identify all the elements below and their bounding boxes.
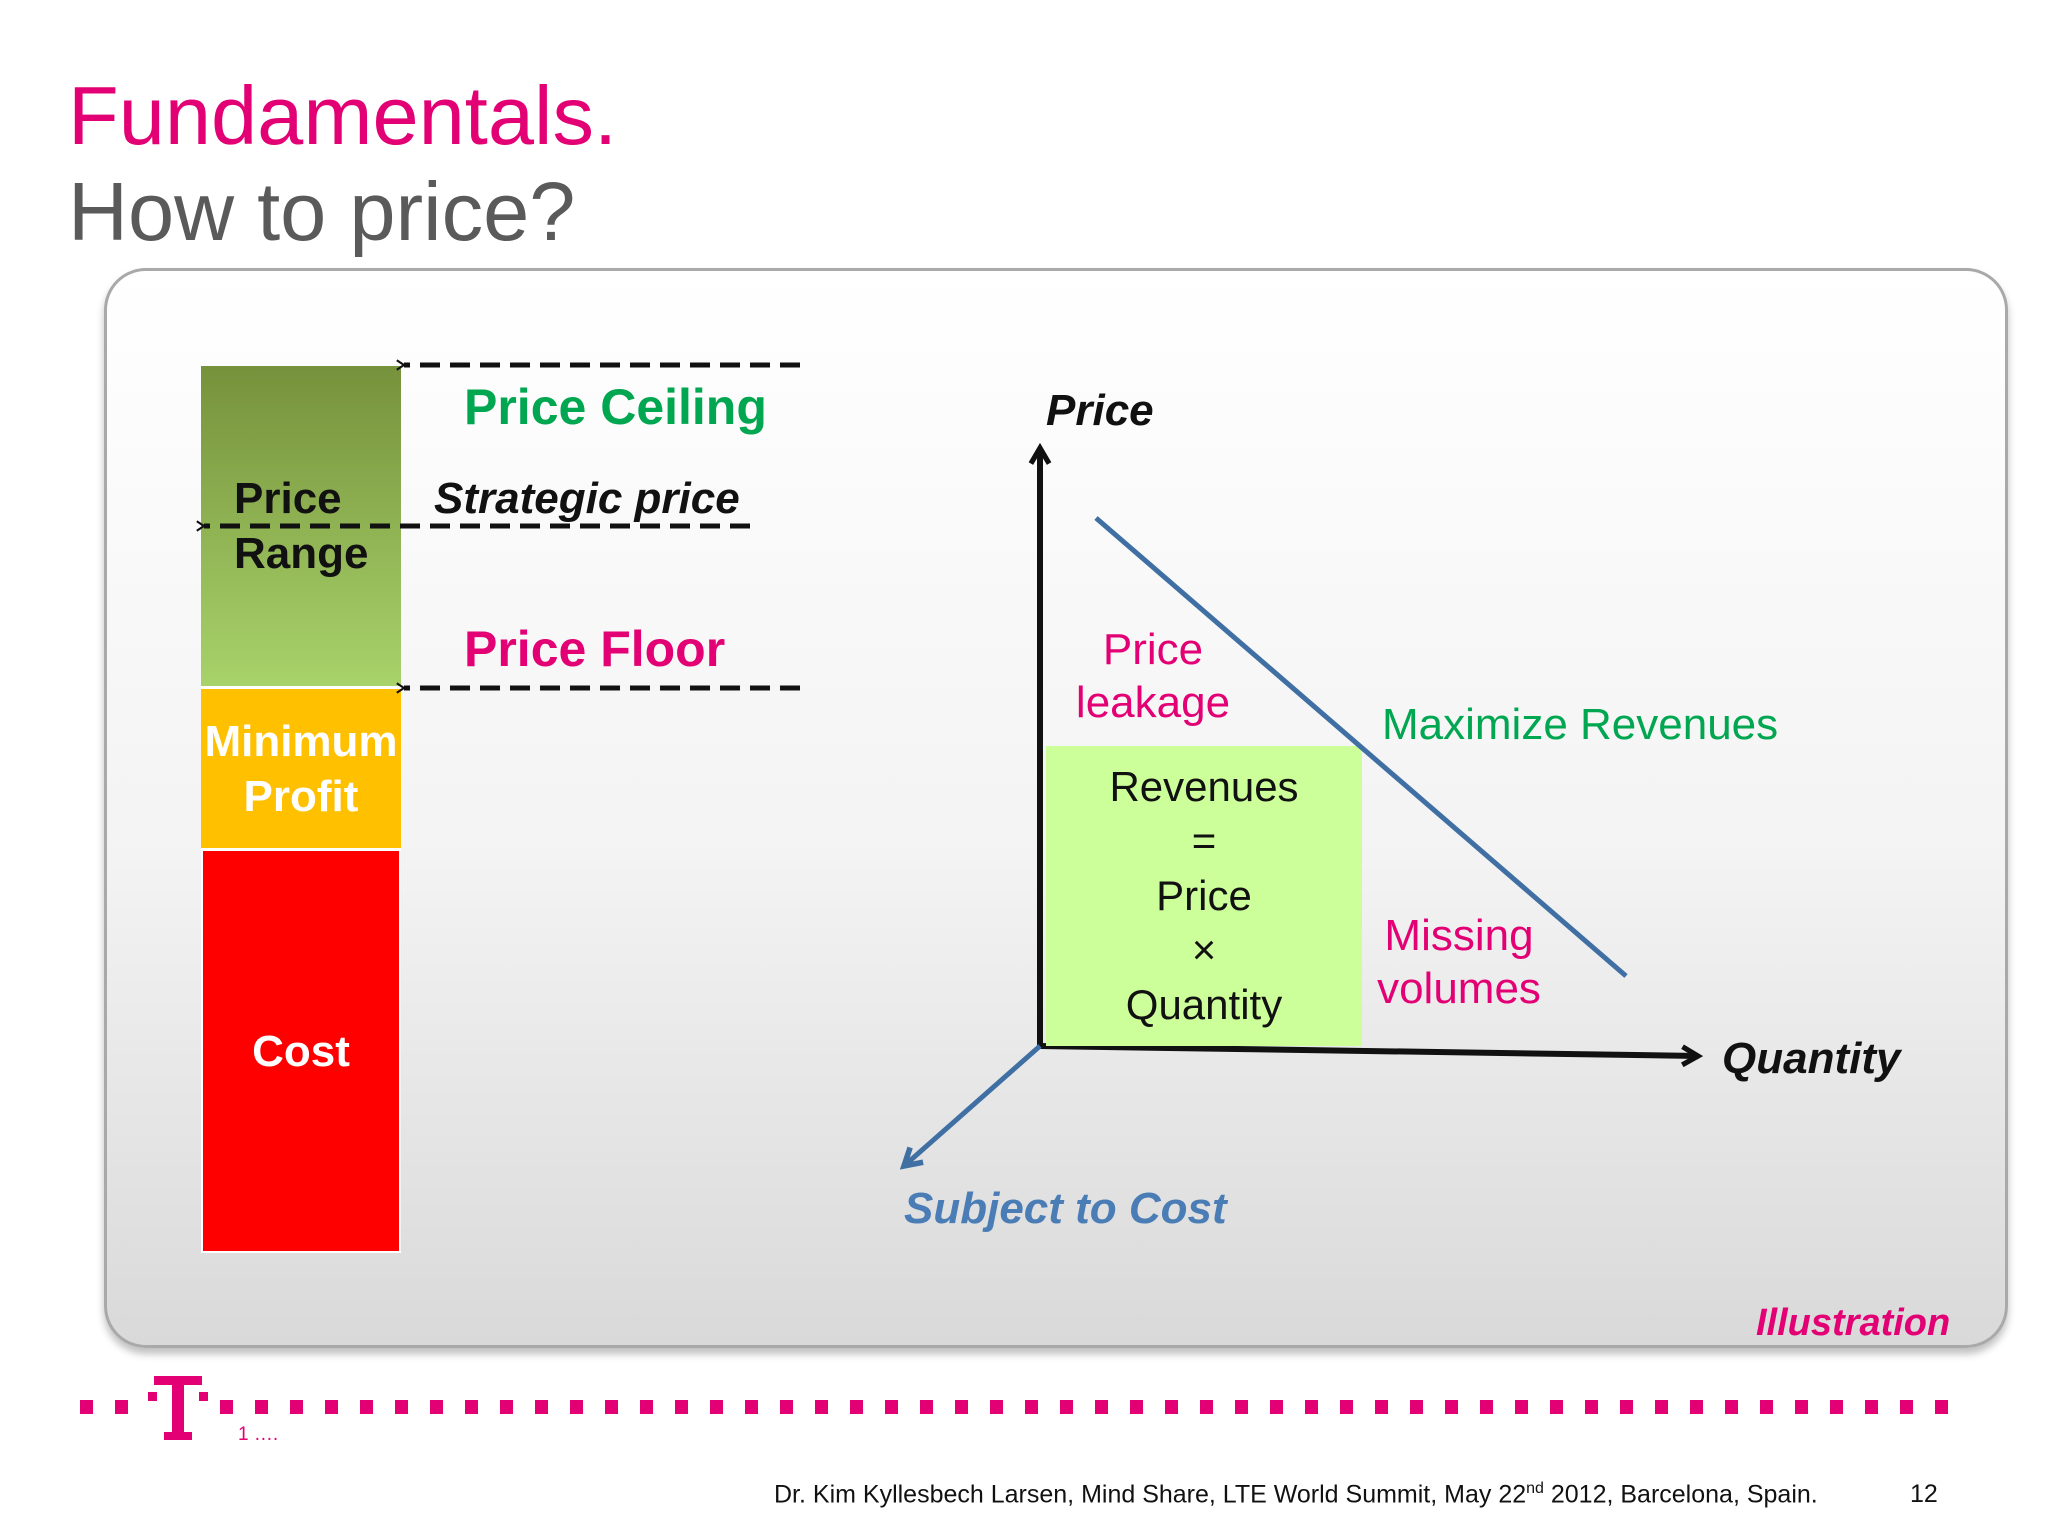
subject-to-cost-label: Subject to Cost: [904, 1184, 1227, 1233]
telekom-logo-icon: [148, 1372, 208, 1444]
revenue-box-line4: ×: [1191, 926, 1217, 974]
footer-citation-part1: Dr. Kim Kyllesbech Larsen, Mind Share, L…: [774, 1480, 1527, 1509]
slide-subtitle: How to price?: [68, 165, 576, 258]
revenue-box-line5: Quantity: [1125, 980, 1283, 1028]
cost-segment: Cost: [201, 848, 401, 1253]
cost-label: Cost: [252, 1026, 350, 1076]
footer-citation-sup: nd: [1526, 1480, 1544, 1497]
missing-volumes-label: Missing volumes: [1377, 911, 1541, 1013]
revenue-box-line1: Revenues: [1109, 762, 1299, 810]
footnote-marker: 1 ….: [238, 1424, 279, 1445]
footer-citation-part2: 2012, Barcelona, Spain.: [1543, 1480, 1818, 1509]
price-floor-label: Price Floor: [464, 621, 726, 677]
price-axis-label: Price: [1046, 386, 1154, 435]
footer-dotted-bar: [80, 1400, 1970, 1414]
price-range-label-line2: Range: [234, 529, 369, 578]
revenue-box: Revenues = Price × Quantity: [1046, 746, 1362, 1046]
page-number: 12: [1910, 1480, 1938, 1508]
illustration-tag: Illustration: [1756, 1302, 1951, 1344]
minimum-profit-label-line2: Profit: [243, 771, 359, 821]
footer-citation: Dr. Kim Kyllesbech Larsen, Mind Share, L…: [774, 1480, 1818, 1509]
minimum-profit-segment: Minimum Profit: [201, 686, 401, 848]
price-leakage-label: Price leakage: [1075, 625, 1231, 727]
quantity-axis-label: Quantity: [1722, 1034, 1901, 1083]
strategic-price-label: Strategic price: [434, 474, 740, 523]
price-range-label-line1: Price: [234, 474, 342, 523]
slide-title: Fundamentals.: [68, 69, 618, 162]
price-ceiling-label: Price Ceiling: [464, 379, 767, 435]
minimum-profit-label-line1: Minimum: [204, 716, 398, 766]
price-range-segment: Price Range: [201, 366, 401, 686]
revenue-box-line2: =: [1191, 817, 1217, 865]
maximize-revenues-label: Maximize Revenues: [1382, 700, 1779, 749]
revenue-box-line3: Price: [1156, 871, 1252, 919]
